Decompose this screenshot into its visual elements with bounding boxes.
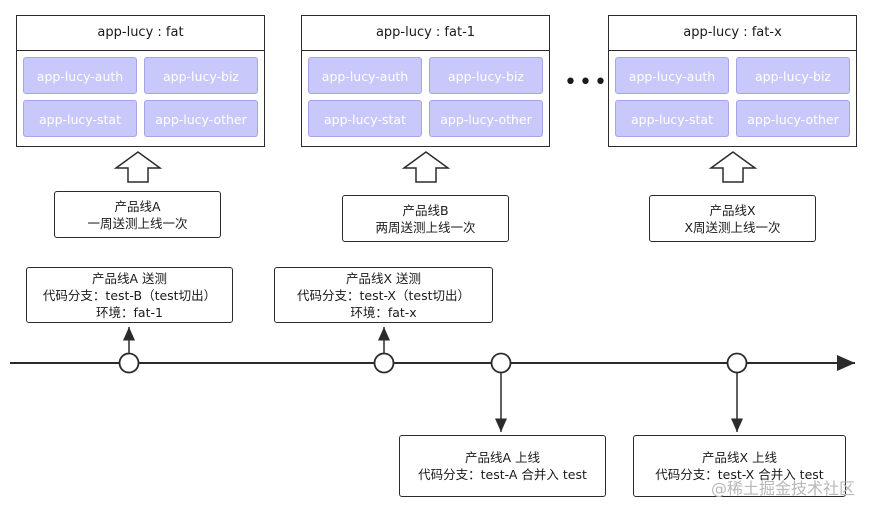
release-event-title: 产品线A 上线 xyxy=(464,450,541,465)
timeline-node xyxy=(118,352,140,374)
ellipsis: ••• xyxy=(564,70,609,95)
release-event-title: 产品线X 上线 xyxy=(701,450,778,465)
environment-fat: app-lucy : fat app-lucy-auth app-lucy-bi… xyxy=(16,15,265,147)
product-line-cadence: 一周送测上线一次 xyxy=(87,215,188,231)
environment-title: app-lucy : fat-1 xyxy=(302,16,549,51)
release-event-a: 产品线A 上线 代码分支：test-A 合并入 test xyxy=(399,435,606,497)
service-biz: app-lucy-biz xyxy=(429,57,543,94)
test-event-env: 环境：fat-x xyxy=(350,304,417,320)
service-auth: app-lucy-auth xyxy=(23,57,137,94)
release-event-x: 产品线X 上线 代码分支：test-X 合并入 test xyxy=(633,435,846,497)
environment-title: app-lucy : fat-x xyxy=(609,16,856,51)
service-auth: app-lucy-auth xyxy=(615,57,729,94)
product-line-cadence: X周送测上线一次 xyxy=(684,219,781,235)
watermark: @稀土掘金技术社区 xyxy=(710,479,855,498)
up-arrow-icon xyxy=(113,151,163,183)
environment-fat-x: app-lucy : fat-x app-lucy-auth app-lucy-… xyxy=(608,15,857,147)
release-event-branch: 代码分支：test-A 合并入 test xyxy=(418,467,587,482)
service-biz: app-lucy-biz xyxy=(736,57,850,94)
test-event-x: 产品线X 送测 代码分支：test-X（test切出） 环境：fat-x xyxy=(274,267,493,323)
product-line-a: 产品线A 一周送测上线一次 xyxy=(54,191,221,238)
up-arrow-icon xyxy=(708,151,758,183)
service-stat: app-lucy-stat xyxy=(23,100,137,137)
product-line-name: 产品线B xyxy=(402,202,449,218)
product-line-name: 产品线A xyxy=(114,198,161,214)
timeline-node xyxy=(373,352,395,374)
up-arrow-icon xyxy=(401,151,451,183)
test-event-title: 产品线X 送测 xyxy=(345,270,422,286)
product-line-name: 产品线X xyxy=(709,202,756,218)
test-event-title: 产品线A 送测 xyxy=(91,270,168,286)
timeline-node xyxy=(726,352,748,374)
service-auth: app-lucy-auth xyxy=(308,57,422,94)
service-other: app-lucy-other xyxy=(736,100,850,137)
service-stat: app-lucy-stat xyxy=(615,100,729,137)
service-biz: app-lucy-biz xyxy=(144,57,258,94)
service-stat: app-lucy-stat xyxy=(308,100,422,137)
service-other: app-lucy-other xyxy=(429,100,543,137)
test-event-a: 产品线A 送测 代码分支：test-B（test切出） 环境：fat-1 xyxy=(26,267,233,323)
test-event-branch: 代码分支：test-B（test切出） xyxy=(42,287,217,303)
service-other: app-lucy-other xyxy=(144,100,258,137)
environment-title: app-lucy : fat xyxy=(17,16,264,51)
test-event-env: 环境：fat-1 xyxy=(96,304,163,320)
release-event-branch: 代码分支：test-X 合并入 test xyxy=(655,467,824,482)
product-line-cadence: 两周送测上线一次 xyxy=(375,219,476,235)
product-line-b: 产品线B 两周送测上线一次 xyxy=(342,195,509,242)
test-event-branch: 代码分支：test-X（test切出） xyxy=(297,287,470,303)
timeline-node xyxy=(490,352,512,374)
product-line-x: 产品线X X周送测上线一次 xyxy=(649,195,816,242)
environment-fat-1: app-lucy : fat-1 app-lucy-auth app-lucy-… xyxy=(301,15,550,147)
